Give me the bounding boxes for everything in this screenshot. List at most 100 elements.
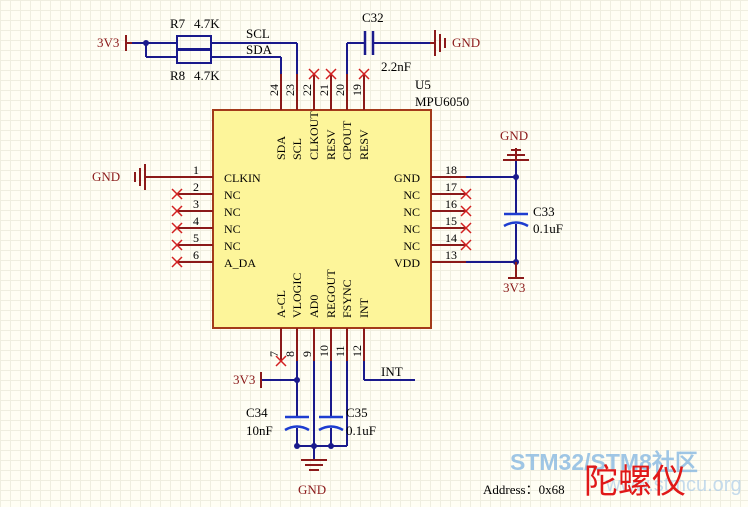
bottom-wiring <box>261 361 415 460</box>
c33-ref: C33 <box>533 204 555 219</box>
top-pin-stubs <box>280 74 365 110</box>
left-pin-name: CLKIN <box>224 171 261 185</box>
label-gnd-right: GND <box>500 128 528 143</box>
top-pin-number: 24 <box>267 84 281 96</box>
right-pin-number: 17 <box>445 180 457 194</box>
net-sda: SDA <box>246 42 273 57</box>
c33-value: 0.1uF <box>533 221 563 236</box>
r8-value: 4.7K <box>194 68 220 83</box>
bottom-pin-number: 11 <box>333 345 347 357</box>
bottom-pin-name: REGOUT <box>324 269 338 318</box>
chip-pins: 1CLKIN2NC3NC4NC5NC6A_DA18GND17NC16NC15NC… <box>193 84 457 357</box>
watermark-line2: www.stmcu.org <box>605 474 742 496</box>
c34-value: 10nF <box>246 423 273 438</box>
top-pin-number: 22 <box>300 84 314 96</box>
top-pin-name: CPOUT <box>340 120 354 160</box>
bottom-pin-stubs <box>280 328 365 361</box>
top-pin-number: 23 <box>283 84 297 96</box>
title-gyroscope: 陀螺仪 <box>584 464 686 501</box>
capacitor-c34 <box>284 415 310 432</box>
junction-dot <box>143 40 149 46</box>
label-gnd-left: GND <box>92 169 120 184</box>
top-pin-name: RESV <box>324 129 338 160</box>
label-3v3-left: 3V3 <box>233 372 255 387</box>
right-pin-name: NC <box>403 205 420 219</box>
label-3v3-top: 3V3 <box>97 35 119 50</box>
junction-dot <box>311 443 317 449</box>
top-pin-name: SCL <box>290 138 304 160</box>
top-pin-number: 19 <box>350 84 364 96</box>
gnd-symbol-left <box>134 164 146 190</box>
net-scl: SCL <box>246 26 270 41</box>
right-nc-crosses <box>460 188 472 251</box>
resistor-r8 <box>176 49 212 64</box>
top-pin-number: 21 <box>317 84 331 96</box>
right-pin-number: 18 <box>445 163 457 177</box>
right-pin-name: NC <box>403 188 420 202</box>
watermark-line1: STM32/STM8社区 <box>510 449 698 475</box>
right-pin-name: GND <box>394 171 420 185</box>
bottom-pin-number: 10 <box>317 345 331 357</box>
bottom-pin-name: A-CL <box>274 290 288 318</box>
bottom-pin-name: INT <box>357 297 371 318</box>
gnd-symbol-bottom <box>301 459 327 471</box>
left-pin-number: 3 <box>193 197 199 211</box>
power-port-3v3-right <box>508 262 524 279</box>
left-pin-number: 5 <box>193 231 199 245</box>
chip-part: MPU6050 <box>415 94 469 109</box>
label-3v3-right: 3V3 <box>503 280 525 295</box>
resistor-r7 <box>176 35 212 50</box>
left-pin-number: 2 <box>193 180 199 194</box>
top-wiring <box>132 42 430 74</box>
chip-body <box>212 109 432 329</box>
top-pin-name: SDA <box>274 136 288 160</box>
top-nc-crosses <box>308 68 370 80</box>
r8-ref: R8 <box>170 68 185 83</box>
right-pin-name: NC <box>403 239 420 253</box>
address-label: Address：0x68 <box>483 482 565 497</box>
c32-value: 2.2nF <box>381 59 411 74</box>
chip-ref: U5 <box>415 77 431 92</box>
bottom-pin-number: 12 <box>350 345 364 357</box>
r7-ref: R7 <box>170 16 186 31</box>
bottom-pin-name: AD0 <box>307 295 321 318</box>
bottom-pin-number: 8 <box>283 351 297 357</box>
left-pin-number: 1 <box>193 163 199 177</box>
bottom-pin-number: 7 <box>267 351 281 357</box>
bottom-pin-name: FSYNC <box>340 279 354 318</box>
right-wiring <box>466 160 517 278</box>
junction-dot <box>294 377 300 383</box>
c35-value: 0.1uF <box>346 423 376 438</box>
label-gnd-c32: GND <box>452 35 480 50</box>
right-pin-name: VDD <box>394 256 420 270</box>
junction-dot <box>294 443 300 449</box>
bottom-pin-number: 9 <box>300 351 314 357</box>
left-nc-crosses <box>171 188 183 268</box>
capacitor-c33 <box>503 212 529 228</box>
bottom-pin-name: VLOGIC <box>290 273 304 318</box>
left-pin-name: NC <box>224 239 241 253</box>
left-pin-stubs <box>145 176 213 263</box>
capacitor-c35 <box>318 415 344 432</box>
c32-ref: C32 <box>362 10 384 25</box>
top-pin-number: 20 <box>333 84 347 96</box>
right-pin-number: 14 <box>445 231 457 245</box>
c35-ref: C35 <box>346 405 368 420</box>
right-pin-number: 15 <box>445 214 457 228</box>
right-pin-number: 13 <box>445 248 457 262</box>
left-pin-number: 6 <box>193 248 199 262</box>
left-pin-name: NC <box>224 205 241 219</box>
left-pin-name: NC <box>224 188 241 202</box>
right-pin-number: 16 <box>445 197 457 211</box>
capacitor-c32 <box>363 31 375 55</box>
gnd-symbol-right <box>503 148 529 161</box>
junction-dot <box>328 443 334 449</box>
top-pin-name: RESV <box>357 129 371 160</box>
label-gnd-bottom: GND <box>298 482 326 497</box>
left-pin-name: NC <box>224 222 241 236</box>
r7-value: 4.7K <box>194 16 220 31</box>
top-pin-name: CLKOUT <box>307 111 321 160</box>
bottom-nc-crosses <box>275 355 287 367</box>
